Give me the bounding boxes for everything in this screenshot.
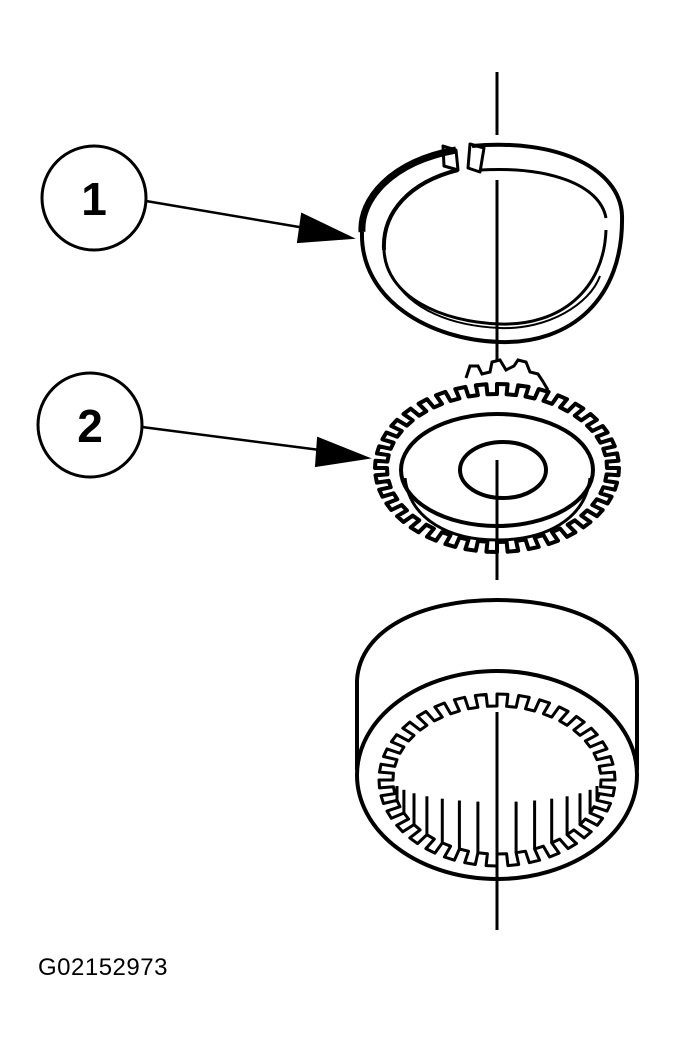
gear-face-ring-lower — [403, 477, 592, 542]
drum-spline-walls — [395, 786, 599, 854]
drum-front-rim — [355, 669, 639, 881]
gear-teeth-outline — [373, 382, 621, 554]
callout-1: 1 — [40, 144, 356, 252]
retaining-ring — [358, 142, 625, 345]
callout-2-number: 2 — [77, 400, 103, 452]
drum-internal-splines — [377, 692, 617, 868]
gear — [373, 358, 621, 554]
callout-1-number: 1 — [81, 173, 107, 225]
gear-face-ring — [399, 412, 595, 528]
callout-2-leader — [141, 425, 321, 452]
spline-drum — [355, 598, 639, 881]
callout-2-arrowhead — [314, 436, 372, 468]
gear-center-bore — [458, 440, 548, 500]
drum-back-rim — [355, 598, 639, 681]
callout-2: 2 — [36, 371, 372, 479]
callout-1-leader — [145, 199, 306, 230]
gear-rear-teeth — [464, 358, 550, 391]
callout-1-arrowhead — [296, 212, 356, 244]
figure-id-label: G02152973 — [38, 954, 168, 981]
